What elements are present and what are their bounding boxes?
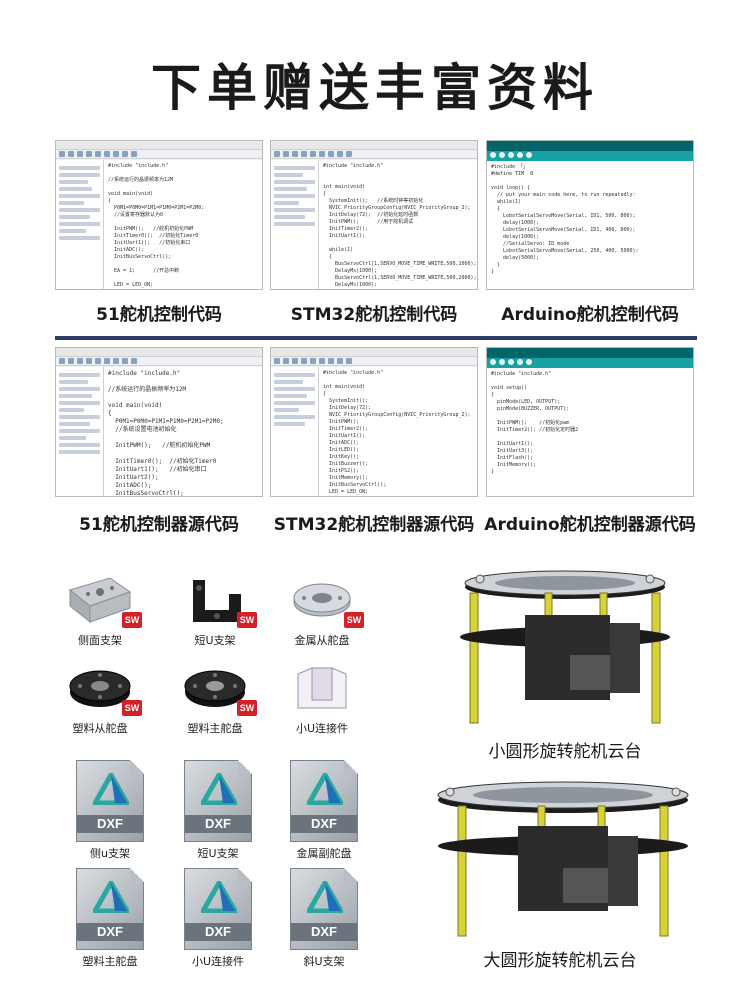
part-label: 塑料从舵盘: [72, 722, 128, 735]
caption-arduino-code: Arduino舵机控制代码: [501, 305, 679, 325]
sw-part-side-bracket: SW 侧面支架: [50, 572, 150, 648]
dxf-file-icon: DXF: [290, 760, 358, 842]
dxf-label: 短U支架: [197, 847, 239, 860]
side-bracket-icon: [68, 577, 132, 624]
plastic-main-horn-icon: [184, 670, 246, 707]
dxf-file-plastic-horn: DXF 塑料主舵盘: [60, 868, 160, 969]
code-text: #include 「」 #define TIM 0 void loop() { …: [487, 161, 693, 289]
dxf-badge: DXF: [77, 923, 143, 941]
page-title: 下单赠送丰富资料: [151, 59, 599, 117]
small-gimbal-image: [450, 565, 680, 729]
small-gimbal-caption: 小圆形旋转舵机云台: [488, 742, 642, 762]
sw-part-plastic-follower-horn: SW 塑料从舵盘: [50, 660, 150, 736]
code-text: #include "include.h" int main(void) { Sy…: [319, 367, 477, 496]
dxf-file-slant-u: DXF 斜U支架: [274, 868, 374, 969]
dxf-file-icon: DXF: [184, 868, 252, 950]
sw-part-metal-horn: SW 金属从舵盘: [272, 572, 372, 648]
code-screenshot-arduino: #include 「」 #define TIM 0 void loop() { …: [486, 140, 694, 290]
caption-stm32-source: STM32舵机控制器源代码: [273, 515, 475, 535]
dxf-file-short-u: DXF 短U支架: [168, 760, 268, 861]
dxf-badge: DXF: [185, 923, 251, 941]
dxf-file-side-u: DXF 侧u支架: [60, 760, 160, 861]
dxf-file-icon: DXF: [290, 868, 358, 950]
part-label: 小U连接件: [295, 722, 349, 735]
plastic-follower-horn-icon: [69, 670, 131, 707]
section-divider: [55, 336, 697, 340]
caption-arduino-source: Arduino舵机控制器源代码: [484, 515, 696, 535]
dxf-label: 小U连接件: [191, 955, 245, 968]
code-screenshot-stm32-source: #include "include.h" int main(void) { Sy…: [270, 347, 478, 497]
sw-badge: SW: [237, 612, 257, 628]
small-u-connector-icon: [297, 667, 347, 709]
code-screenshot-arduino-source: #include "include.h" void setup() { pinM…: [486, 347, 694, 497]
caption-stm32-code: STM32舵机控制代码: [290, 305, 458, 325]
sw-part-small-u: 小U连接件: [272, 660, 372, 736]
dxf-badge: DXF: [291, 815, 357, 833]
code-screenshot-stm32: #include "include.h" int main(void) { Sy…: [270, 140, 478, 290]
dxf-file-metal-horn: DXF 金属副舵盘: [274, 760, 374, 861]
dxf-file-icon: DXF: [76, 760, 144, 842]
large-gimbal-image: [428, 778, 698, 942]
dxf-badge: DXF: [291, 923, 357, 941]
dxf-label: 斜U支架: [303, 955, 345, 968]
large-gimbal-caption: 大圆形旋转舵机云台: [483, 951, 637, 971]
caption-51-code: 51舵机控制代码: [96, 305, 222, 325]
sw-badge: SW: [344, 612, 364, 628]
dxf-badge: DXF: [77, 815, 143, 833]
dxf-label: 侧u支架: [90, 847, 130, 860]
code-screenshot-51: #include "include.h" //系统运行的晶振频率为12M voi…: [55, 140, 263, 290]
part-label: 侧面支架: [78, 634, 122, 647]
caption-51-source: 51舵机控制器源代码: [79, 515, 239, 535]
dxf-file-icon: DXF: [184, 760, 252, 842]
sw-part-short-u: SW 短U支架: [165, 572, 265, 648]
part-label: 短U支架: [194, 634, 236, 647]
code-screenshot-51-source: #include "include.h" //系统运行的晶振频率为12M voi…: [55, 347, 263, 497]
dxf-label: 金属副舵盘: [296, 847, 352, 860]
dxf-badge: DXF: [185, 815, 251, 833]
code-text: #include "include.h" //系统运行的晶振频率为12M voi…: [104, 160, 262, 289]
metal-horn-icon: [293, 583, 351, 617]
part-label: 金属从舵盘: [294, 634, 350, 647]
sw-badge: SW: [122, 700, 142, 716]
sw-badge: SW: [237, 700, 257, 716]
sw-badge: SW: [122, 612, 142, 628]
dxf-label: 塑料主舵盘: [82, 955, 138, 968]
sw-part-plastic-main-horn: SW 塑料主舵盘: [165, 660, 265, 736]
dxf-file-small-u: DXF 小U连接件: [168, 868, 268, 969]
short-u-bracket-icon: [193, 580, 241, 622]
code-text: #include "include.h" int main(void) { Sy…: [319, 160, 477, 289]
code-text: #include "include.h" void setup() { pinM…: [487, 368, 693, 496]
dxf-file-icon: DXF: [76, 868, 144, 950]
part-label: 塑料主舵盘: [187, 722, 243, 735]
code-text: #include "include.h" //系统运行的晶振频率为12M voi…: [104, 367, 262, 496]
